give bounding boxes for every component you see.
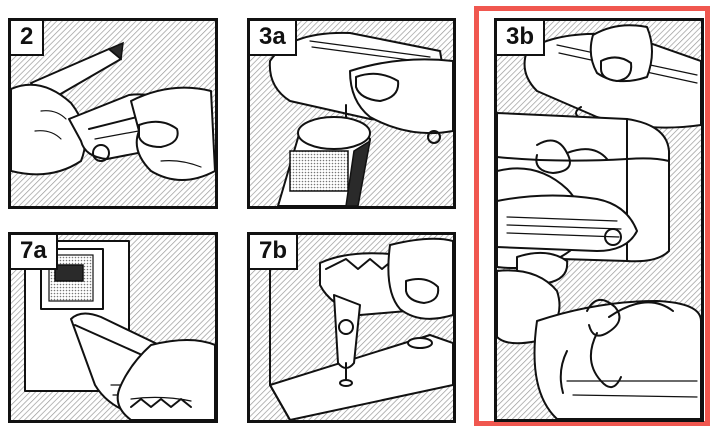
- illustration-untie-knot: [497, 21, 701, 419]
- step-label-3b: 3b: [497, 21, 546, 56]
- instruction-panel-3b: 3b: [494, 18, 704, 422]
- step-label-2: 2: [11, 21, 45, 56]
- instruction-panel-7a: 7a: [8, 232, 218, 423]
- instruction-panel-2: 2: [8, 18, 218, 209]
- instruction-panel-7b: 7b: [247, 232, 456, 423]
- instruction-panel-3a: 3a: [247, 18, 456, 209]
- step-label-3a: 3a: [250, 21, 297, 56]
- illustration-screwdriver-board: [250, 235, 453, 420]
- illustration-sharpen-pencil: [11, 21, 215, 206]
- step-label-7b: 7b: [250, 235, 299, 270]
- step-label-7a: 7a: [11, 235, 58, 270]
